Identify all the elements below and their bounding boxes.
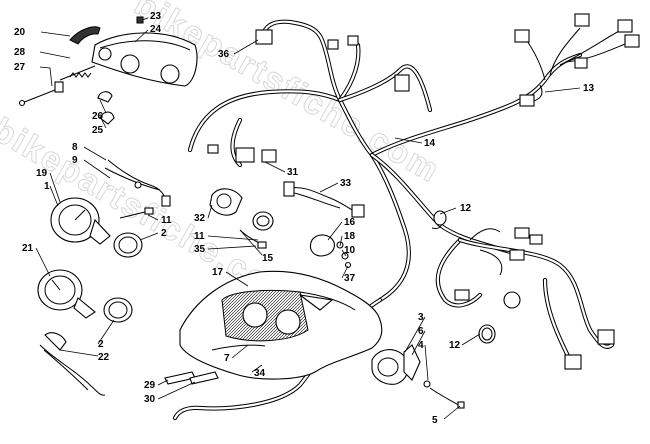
bulb-11a [119,207,154,219]
connector [514,227,530,239]
callout-28: 28 [14,47,26,58]
callout-19: 19 [36,168,48,179]
connector [574,57,588,69]
callout-2b: 2 [98,339,104,350]
callout-15: 15 [262,253,274,264]
gauge-21 [37,269,96,319]
gauge-3 [371,344,465,409]
callout-14: 14 [424,138,436,149]
connector [394,74,410,92]
callout-21: 21 [22,243,34,254]
ring-12b [478,324,496,344]
plug-33 [283,181,365,218]
connector [519,94,535,107]
part-27-cable [18,81,64,107]
instrument-pod-24 [91,32,198,87]
callout-23: 23 [150,11,162,22]
connector [347,35,359,46]
callout-6: 6 [418,326,424,337]
connector [454,289,470,301]
connector-round [503,291,521,309]
connector-group-13 [514,13,640,107]
callout-7: 7 [224,353,230,364]
leader-lines [35,17,581,420]
callout-4: 4 [418,340,424,351]
gauge-1 [50,197,111,245]
plug-end [351,204,365,218]
callout-11a: 11 [161,215,172,226]
connector [235,147,255,163]
callout-30: 30 [144,394,156,405]
callout-36: 36 [218,49,230,60]
callout-26: 26 [92,111,104,122]
callout-35: 35 [194,244,206,255]
connector [574,13,590,27]
connector-36 [255,29,273,45]
callout-labels: 20 23 24 28 27 26 25 36 13 14 31 33 8 9 … [14,11,595,426]
callout-12a: 12 [460,203,472,214]
callout-25: 25 [92,125,104,136]
callout-16: 16 [344,217,356,228]
ring-2b [103,297,133,323]
connector [514,29,530,43]
connector [624,34,640,48]
ring-2a [113,232,143,258]
callout-11b: 11 [194,231,205,242]
callout-31: 31 [287,167,299,178]
wire-8-9 [104,159,171,207]
callout-27: 27 [14,62,26,73]
callout-17: 17 [212,267,224,278]
connector-31 [261,149,277,163]
callout-29: 29 [144,380,156,391]
callout-13: 13 [583,83,595,94]
part-26-25-bulbs [97,91,115,125]
gauge-16 [309,234,352,269]
connector [509,249,525,261]
part-7-strips [211,344,266,351]
callout-34: 34 [254,368,266,379]
harness-connectors [207,29,615,370]
callout-12b: 12 [449,340,461,351]
connector [327,39,339,50]
connector [617,19,633,33]
console-34 [179,270,383,380]
connector [207,144,219,154]
gauge-32 [209,188,274,249]
watermark-text: bikepartsfiche.com [128,0,447,191]
wire-22 [39,332,106,396]
connector [564,354,582,370]
connector [529,234,543,245]
plug [283,181,295,197]
callout-10: 10 [344,245,356,256]
decals-29-30 [164,371,219,385]
ring-12a [433,210,447,226]
callout-3: 3 [418,312,424,323]
part-28-spring [59,65,96,81]
callout-9: 9 [72,155,78,166]
callout-22: 22 [98,352,110,363]
callout-20: 20 [14,27,26,38]
callout-5: 5 [432,415,438,426]
callout-37: 37 [344,273,356,284]
callout-2a: 2 [161,228,167,239]
callout-33: 33 [340,178,352,189]
callout-18: 18 [344,231,356,242]
callout-24: 24 [150,24,162,35]
connector [597,329,615,345]
callout-8: 8 [72,142,78,153]
part-20-cover [69,26,101,45]
callout-32: 32 [194,213,206,224]
callout-1: 1 [44,181,50,192]
